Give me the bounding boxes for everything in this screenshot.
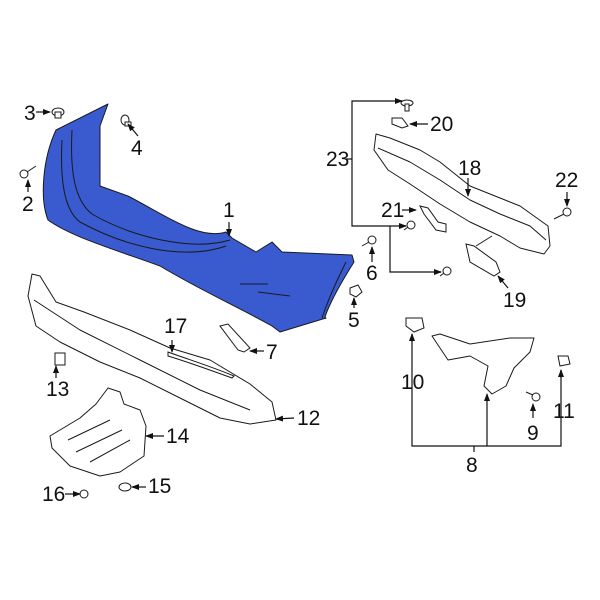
reinforcement-beam[interactable] (373, 133, 551, 255)
callout-1[interactable]: 1 (223, 199, 235, 222)
clip-10[interactable] (405, 317, 425, 333)
callout-9[interactable]: 9 (527, 422, 539, 445)
callout-13[interactable]: 13 (46, 378, 70, 401)
bumper-cover[interactable] (42, 103, 355, 333)
callout-3[interactable]: 3 (24, 102, 36, 125)
callout-21[interactable]: 21 (381, 199, 405, 222)
callout-19[interactable]: 19 (503, 289, 527, 312)
bracket-19[interactable] (465, 235, 501, 277)
fastener-23-top[interactable] (400, 99, 414, 112)
callout-17[interactable]: 17 (164, 315, 188, 338)
splash-shield[interactable] (49, 387, 147, 477)
screw-2[interactable] (19, 165, 37, 179)
callout-10[interactable]: 10 (401, 371, 425, 394)
callout-18[interactable]: 18 (458, 157, 482, 180)
trim-strip-17[interactable] (167, 351, 235, 379)
callout-8[interactable]: 8 (466, 454, 478, 477)
leader-lines (25, 98, 570, 497)
fastener-23-bottom[interactable] (439, 266, 452, 277)
nut-15[interactable] (118, 482, 132, 492)
reflector-trim-7[interactable] (219, 323, 251, 353)
callout-23[interactable]: 23 (326, 148, 350, 171)
nut-5[interactable] (349, 284, 363, 298)
retainer-11[interactable] (557, 355, 571, 367)
side-bracket-8[interactable] (431, 333, 535, 395)
bracket-21[interactable] (419, 205, 447, 233)
callout-16[interactable]: 16 (42, 483, 66, 506)
push-clip-3[interactable] (51, 107, 65, 119)
callout-6[interactable]: 6 (366, 262, 378, 285)
callout-7[interactable]: 7 (266, 341, 278, 364)
screw-6[interactable] (361, 235, 377, 247)
callout-15[interactable]: 15 (148, 475, 172, 498)
callout-12[interactable]: 12 (297, 407, 321, 430)
callout-20[interactable]: 20 (430, 113, 454, 136)
callout-4[interactable]: 4 (131, 137, 143, 160)
screw-16[interactable] (79, 489, 89, 499)
bolt-22[interactable] (553, 207, 572, 220)
clip-4[interactable] (120, 114, 132, 127)
callout-11[interactable]: 11 (553, 400, 575, 423)
callout-5[interactable]: 5 (348, 309, 360, 332)
bracket-20[interactable] (391, 117, 409, 129)
callout-14[interactable]: 14 (166, 425, 190, 448)
callout-22[interactable]: 22 (555, 169, 579, 192)
screw-9[interactable] (525, 391, 541, 402)
callout-2[interactable]: 2 (22, 193, 34, 216)
clip-13[interactable] (54, 352, 66, 366)
